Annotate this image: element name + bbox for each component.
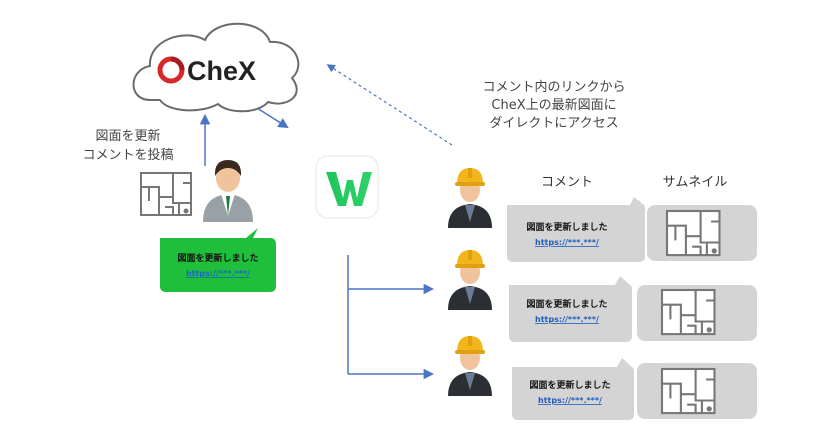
thumbnail-card <box>637 285 757 341</box>
received-message-text: 図面を更新しました <box>526 298 607 310</box>
thumbnail-card <box>637 363 757 419</box>
floorplan-icon <box>660 288 716 336</box>
column-header-comment: コメント <box>541 175 593 190</box>
right-caption-line1: コメント内のリンクから <box>482 79 625 95</box>
construction-worker-icon <box>448 250 492 310</box>
chex-logo: CheX <box>157 56 256 86</box>
poster-message-bubble: 図面を更新しました https://***.***/ <box>160 228 276 292</box>
received-message-link[interactable]: https://***.***/ <box>538 396 602 405</box>
right-caption-line2: CheX上の最新図面に <box>491 97 616 113</box>
received-message-bubble: 図面を更新しました https://***.***/ <box>509 276 632 342</box>
floorplan-icon <box>140 172 192 216</box>
chex-logo-text: CheX <box>187 56 256 86</box>
app-logo-icon <box>315 155 379 219</box>
poster-message-link[interactable]: https://***.***/ <box>186 269 250 278</box>
received-message-bubble: 図面を更新しました https://***.***/ <box>512 358 634 420</box>
right-caption-line3: ダイレクトにアクセス <box>489 116 618 131</box>
left-caption-line2: コメントを投稿 <box>82 147 173 163</box>
construction-worker-icon <box>448 168 492 228</box>
received-message-text: 図面を更新しました <box>526 221 607 233</box>
received-message-link[interactable]: https://***.***/ <box>535 315 599 324</box>
floorplan-icon <box>660 367 716 415</box>
office-worker-icon <box>203 160 253 222</box>
cloud-to-app-arrow <box>256 107 289 129</box>
cloud-icon <box>132 22 300 113</box>
distribution-arrows <box>347 255 435 380</box>
left-caption-line1: 図面を更新 <box>95 128 160 144</box>
direct-access-arrow <box>326 64 453 146</box>
floorplan-icon <box>665 209 721 257</box>
construction-worker-icon <box>448 336 492 396</box>
poster-message-text: 図面を更新しました <box>177 252 258 264</box>
received-message-link[interactable]: https://***.***/ <box>535 238 599 247</box>
column-header-thumbnail: サムネイル <box>663 175 728 190</box>
thumbnail-card <box>647 205 757 261</box>
received-message-bubble: 図面を更新しました https://***.***/ <box>507 197 645 262</box>
received-message-text: 図面を更新しました <box>529 379 610 391</box>
